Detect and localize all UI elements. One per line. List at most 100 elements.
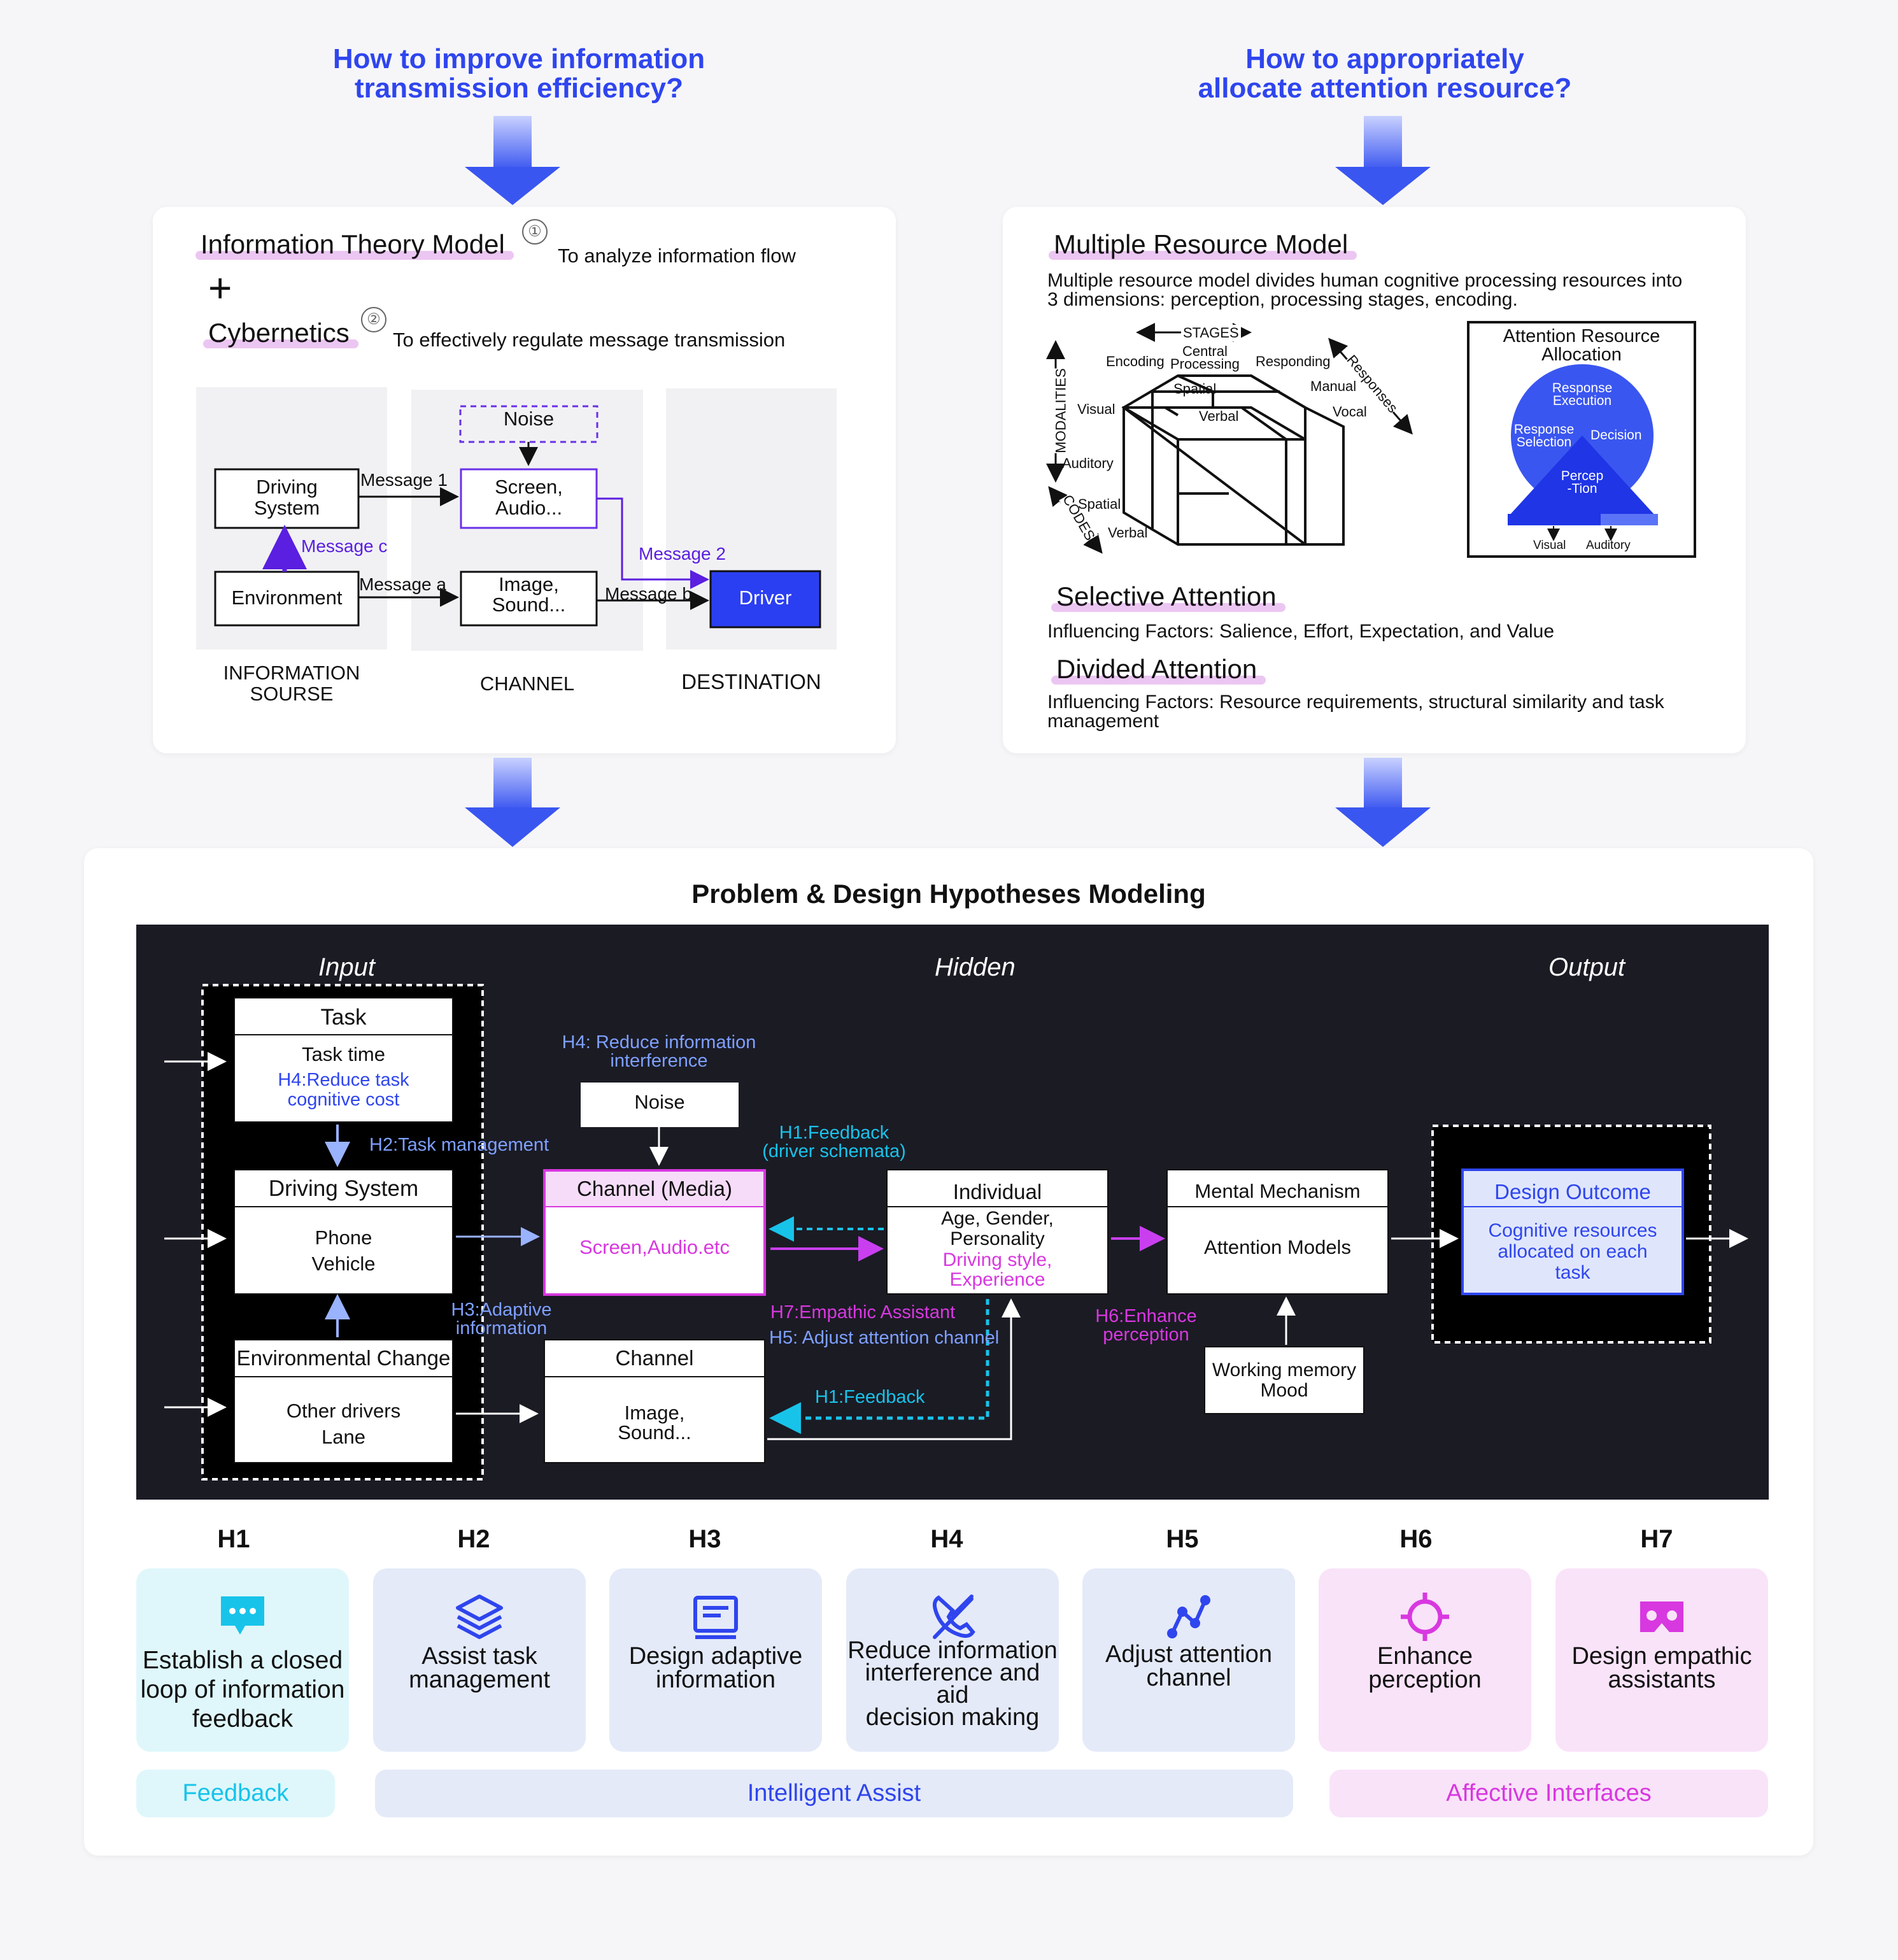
h4-card[interactable]: Reduce information interference and aid … [846,1568,1059,1752]
individual-traits-text: Age, Gender, Personality [941,1208,1054,1249]
message-b-label: Message b [605,584,692,604]
selective-attention-title: Selective Attention [1051,581,1285,612]
h1-schemata-label: H1:Feedback (driver schemata) [762,1123,906,1161]
visual-label: Visual [1077,401,1115,417]
selective-attention-desc: Influencing Factors: Salience, Effort, E… [1047,621,1555,642]
h6-heading: H6 [1399,1525,1433,1553]
channel-label: CHANNEL [479,672,575,695]
message-2-label: Message 2 [639,544,726,564]
design-outcome-title: Design Outcome [1494,1180,1651,1204]
auditory-bar-label: Auditory [1586,539,1631,552]
response-execution-label: Response Execution [1552,381,1613,408]
hidden-label: Hidden [935,953,1016,981]
task-time-text: Task time [302,1043,385,1065]
encoding-label: Encoding [1106,353,1165,369]
response-selection-label: Response Selection [1513,422,1575,450]
noise-box: Noise [503,408,555,430]
driving-system-box: Driving System [253,476,320,519]
crosshair-icon [1401,1593,1449,1641]
phone-off-icon [932,1594,975,1639]
decision-label: Decision [1590,428,1642,443]
input-label: Input [318,953,375,981]
h1-card[interactable]: Establish a closed loop of information f… [136,1568,349,1752]
visual-bar-label: Visual [1533,539,1566,552]
message-1-label: Message 1 [360,470,448,490]
h1-heading: H1 [217,1525,250,1553]
question-right: How to appropriately allocate attention … [1198,43,1572,104]
image-sound-box: Image, Sound... [492,573,566,616]
individual-title: Individual [953,1180,1042,1204]
mental-mechanism-title: Mental Mechanism [1194,1180,1361,1202]
h1-card-label: Establish a closed loop of information f… [140,1647,345,1733]
individual-style-text: Driving style, Experience [942,1249,1052,1290]
h3-label: H3:Adaptive information [451,1300,552,1339]
screen-audio-box: Screen, Audio... [495,476,563,519]
h3-card-label: Design adaptive information [628,1643,803,1693]
h1-feedback-label: H1:Feedback [815,1387,925,1407]
plus-icon: + [208,265,232,311]
h3-heading: H3 [688,1525,721,1553]
h4-heading: H4 [930,1525,963,1553]
document-icon [693,1596,738,1639]
noise-box: Noise [634,1091,685,1113]
central-processing-label: Central Processing [1170,343,1240,372]
h5-card[interactable]: Adjust attention channel [1082,1568,1295,1752]
affective-interfaces-category: Affective Interfaces [1329,1770,1768,1817]
h4-card-label: Reduce information interference and aid … [847,1637,1058,1731]
driving-system-title: Driving System [268,1176,419,1201]
cybernetics-title: Cybernetics [203,318,358,348]
layers-icon [456,1594,503,1639]
h4-task-text: H4:Reduce task cognitive cost [278,1070,409,1110]
message-a-label: Message a [359,574,446,594]
h7-card-label: Design empathic assistants [1571,1643,1752,1693]
intelligent-assist-category: Intelligent Assist [375,1770,1293,1817]
modeling-title: Problem & Design Hypotheses Modeling [691,879,1206,909]
task-box-title: Task [320,1005,367,1030]
vr-headset-icon [1640,1601,1683,1632]
question-left: How to improve information transmission … [332,43,705,104]
spatial-label: Spatial [1078,496,1121,512]
manual-label: Manual [1310,378,1357,394]
h7-card[interactable]: Design empathic assistants [1555,1568,1768,1752]
other-drivers-text: Other drivers Lane [286,1400,401,1448]
attention-models-text: Attention Models [1204,1236,1351,1258]
multiple-resource-title: Multiple Resource Model [1049,229,1357,260]
information-source-label: INFORMATION SOURSE [223,662,360,705]
screen-audio-text: Screen,Audio.etc [579,1236,730,1258]
h4-interference-label: H4: Reduce information interference [562,1032,756,1071]
driver-box: Driver [739,586,792,609]
h2-label: H2:Task management [369,1135,549,1155]
badge-2: ② [361,307,386,332]
message-c-label: Message c [301,536,388,556]
badge-1: ① [522,219,548,245]
image-sound-text: Image, Sound... [618,1402,691,1444]
info-theory-title: Information Theory Model [195,229,514,260]
h2-card[interactable]: Assist task management [373,1568,586,1752]
working-memory-box: Working memory Mood [1212,1360,1357,1401]
phone-vehicle-text: Phone Vehicle [311,1226,376,1275]
divided-attention-desc: Influencing Factors: Resource requiremen… [1047,692,1664,732]
verbal-top-label: Verbal [1199,408,1239,424]
h3-card[interactable]: Design adaptive information [609,1568,822,1752]
allocation-title: Attention Resource Allocation [1503,326,1661,365]
auditory-label: Auditory [1062,455,1114,471]
responding-label: Responding [1256,353,1331,369]
down-arrow-icon [465,116,560,205]
h5-heading: H5 [1166,1525,1199,1553]
environment-box: Environment [231,586,343,609]
multiple-resource-desc: Multiple resource model divides human co… [1047,270,1683,310]
stages-label: STAGES [1181,325,1241,341]
h6-card[interactable]: Enhance perception [1319,1568,1531,1752]
feedback-category: Feedback [136,1770,335,1817]
down-arrow-icon [1335,116,1431,205]
channel-title: Channel [615,1346,694,1370]
down-arrow-icon [465,758,560,847]
output-label: Output [1548,953,1625,981]
verbal-label: Verbal [1108,525,1148,541]
info-theory-desc: To analyze information flow [558,245,796,267]
h5-label: H5: Adjust attention channel [769,1328,1000,1348]
h6-card-label: Enhance perception [1368,1643,1482,1693]
h2-card-label: Assist task management [409,1643,550,1693]
